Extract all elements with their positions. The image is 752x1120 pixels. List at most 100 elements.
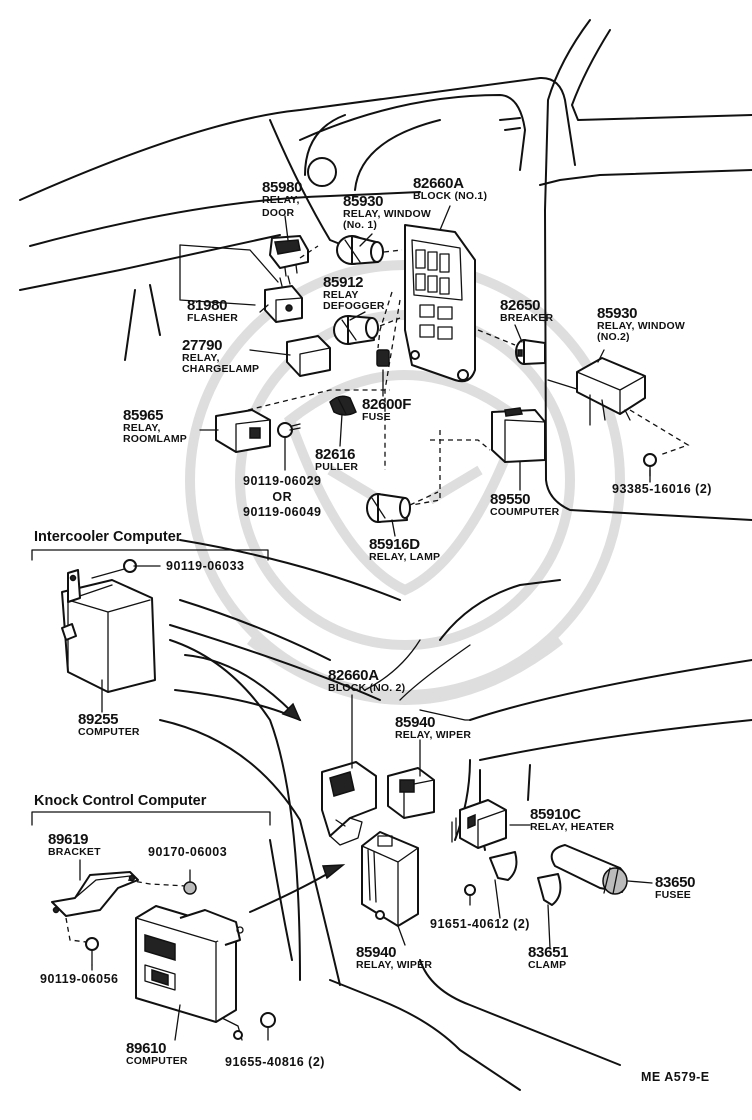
part-number: 90119-06056 (40, 972, 119, 986)
label-82660a-block2: 82660A BLOCK (NO. 2) (328, 668, 405, 694)
label-85910c: 85910C RELAY, HEATER (530, 807, 614, 833)
part-number: 89550 (490, 491, 531, 508)
part-number: 85965 (123, 407, 164, 424)
or-text: OR (272, 489, 293, 504)
label-85940-lower: 85940 RELAY, WIPER (356, 945, 432, 971)
label-83651: 83651 CLAMP (528, 944, 569, 971)
label-85930-no2: 85930 RELAY, WINDOW (NO.2) (597, 306, 685, 342)
label-85916d: 85916D RELAY, LAMP (369, 537, 440, 563)
part-number: 85940 (356, 944, 397, 961)
part-number: 82660A (328, 667, 379, 684)
intercooler-section (31, 549, 269, 693)
label-82600f: 82600F FUSE (362, 397, 411, 423)
part-name: RELAY, HEATER (530, 821, 615, 833)
label-85940-upper: 85940 RELAY, WIPER (395, 715, 471, 741)
part-number: 27790 (182, 337, 223, 354)
part-number: 89610 (126, 1040, 167, 1057)
relay-heater (451, 799, 507, 849)
relay-wiper-lower (361, 831, 419, 927)
part-number: 82600F (362, 396, 412, 413)
part-name: DOOR (262, 206, 295, 219)
flasher (179, 244, 303, 323)
diagram-reference-code: ME A579-E (641, 1070, 710, 1084)
section-title-knock: Knock Control Computer (34, 793, 207, 809)
label-82650: 82650 BREAKER (500, 298, 553, 324)
part-number: 85910C (530, 806, 581, 823)
part-number: 90119-06049 (243, 505, 322, 519)
fuse-puller (329, 395, 357, 416)
part-number: 90170-06003 (148, 845, 228, 859)
part-number: 85930 (343, 193, 384, 210)
breaker (477, 329, 546, 365)
part-name: FUSE (362, 411, 391, 423)
computer-89550 (491, 407, 546, 463)
part-number: 85940 (395, 714, 436, 731)
part-number: 89619 (48, 831, 89, 848)
bolt-90119-06029 (277, 422, 301, 438)
part-number: 83650 (655, 874, 696, 891)
block-no1-fuse-block (404, 224, 476, 383)
part-name: RELAY, WINDOW (597, 320, 685, 332)
label-85930-no1: 85930 RELAY, WINDOW (No. 1) (343, 194, 431, 230)
part-number: 90119-06033 (166, 559, 245, 573)
part-name: (No. 1) (343, 218, 378, 231)
label-91651: 91651-40612 (2) (430, 918, 530, 931)
part-name: (NO.2) (597, 330, 630, 343)
part-name: RELAY, LAMP (369, 551, 441, 563)
part-name: PULLER (315, 461, 359, 473)
leader-lines (101, 205, 653, 949)
part-name: COMPUTER (126, 1055, 188, 1067)
label-90119-alt: 90119-06029 OR 90119-06049 (243, 475, 322, 519)
dashboard-outline (19, 19, 752, 521)
part-number: 82660A (413, 175, 464, 192)
part-number: 89255 (78, 711, 119, 728)
part-name: CLAMP (528, 959, 567, 971)
part-number: 82650 (500, 297, 541, 314)
label-27790: 27790 RELAY, CHARGELAMP (182, 338, 259, 374)
label-89255: 89255 COMPUTER (78, 712, 140, 738)
fusee (550, 844, 628, 895)
label-90119-06033: 90119-06033 (166, 560, 245, 573)
part-number: 93385-16016 (2) (612, 482, 712, 496)
part-number: 82616 (315, 446, 356, 463)
part-number: 85980 (262, 179, 303, 196)
part-name: RELAY, WIPER (356, 959, 433, 971)
part-name: CHARGELAMP (182, 362, 260, 375)
part-name: BREAKER (500, 312, 554, 324)
part-name: FUSEE (655, 889, 692, 901)
part-name: BLOCK (NO. 2) (328, 682, 406, 694)
relay-defogger (333, 315, 401, 345)
label-81980: 81980 FLASHER (187, 298, 238, 324)
label-89610: 89610 COMPUTER (126, 1041, 188, 1067)
part-number: 83651 (528, 944, 569, 961)
label-89550: 89550 COUMPUTER (490, 492, 559, 518)
part-name: BRACKET (48, 846, 101, 858)
section-title-intercooler: Intercooler Computer (34, 529, 182, 545)
part-number: 85912 (323, 274, 364, 291)
part-name: RELAY (323, 289, 359, 301)
part-number: 85916D (369, 536, 420, 553)
part-number: 90119-06029 (243, 474, 322, 488)
label-90170: 90170-06003 (148, 846, 227, 859)
part-name: COMPUTER (78, 726, 140, 738)
relay-door (269, 235, 309, 277)
part-name: RELAY, WINDOW (343, 208, 431, 220)
part-name: RELAY, WIPER (395, 729, 472, 741)
part-number: 85930 (597, 305, 638, 322)
label-82616: 82616 PULLER (315, 447, 358, 473)
relay-window-no1 (336, 235, 403, 265)
label-83650: 83650 FUSEE (655, 874, 696, 901)
label-82660a-block1: 82660A BLOCK (NO.1) (413, 176, 487, 202)
part-name: COUMPUTER (490, 506, 560, 518)
label-85912: 85912 RELAY DEFOGGER (323, 275, 385, 311)
part-name: DEFOGGER (323, 299, 385, 312)
part-name: BLOCK (NO.1) (413, 190, 488, 202)
part-name: RELAY, (123, 422, 161, 434)
knock-section (31, 811, 276, 1041)
block-no2 (321, 761, 377, 846)
part-number: 91655-40816 (2) (225, 1055, 325, 1069)
pointer-arrows (184, 654, 346, 913)
dashed-connectors (247, 245, 491, 506)
